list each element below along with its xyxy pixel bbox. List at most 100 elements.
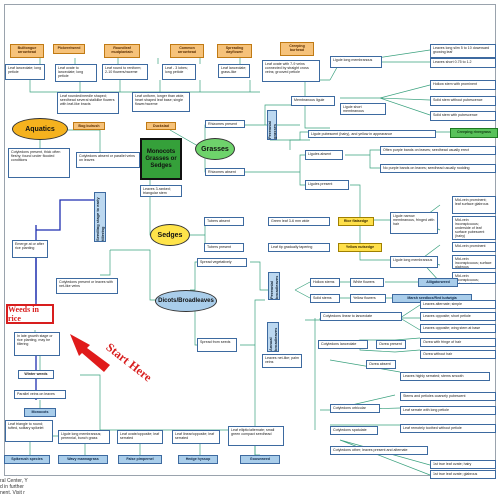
species-tag-creeping-burhead: Creeping burhead	[280, 42, 314, 56]
hub-aquatics: Aquatics	[12, 118, 68, 140]
bottom-desc-1: Leaf triangle to round; tufted, solitary…	[5, 420, 53, 442]
species-tag-wavy-mannagrass: Wavy mannagrass	[58, 455, 108, 464]
grass-right-12: Mid-vein inconspicuous; pubescent	[452, 272, 496, 284]
species-tag-creeping-rivergrass: Creeping rivergrass	[450, 128, 498, 138]
spread-vegetatively: Spread vegetatively	[197, 258, 247, 267]
grass-right-7: No purple bands on leaves; seedhead usua…	[380, 164, 496, 173]
aquatic-desc-1: Leaf lanceolate; long petiole	[5, 64, 45, 80]
species-tag-false-pimpernel: False pimpernel	[118, 455, 162, 464]
ligules-present: Ligules present	[305, 180, 349, 190]
grass-right-3: Hollow stem with prominent	[430, 80, 496, 90]
cotyledons-lanceolate: Cotyledons lanceolate	[318, 340, 368, 349]
species-tag-gooseweed: Gooseweed	[240, 455, 280, 464]
ligules-absent: Ligules absent	[305, 150, 343, 160]
grass-right-8: Mid-vein prominent; leaf surface glabrou…	[452, 196, 496, 214]
bar-perennial-broadleaves: Perennial broadleaves	[268, 272, 280, 300]
species-tag-common-arrowhead: Common arrowhead	[170, 44, 204, 58]
tubers-absent: Tubers absent	[204, 217, 244, 226]
chart-border	[4, 4, 496, 476]
species-tag-bog-bulrush: Bog bulrush	[73, 122, 105, 130]
hub-monocots: Monocots Grasses or Sedges	[140, 138, 182, 180]
aquatic-desc-4: Leaf - 3 lobes; long petiole	[162, 64, 196, 80]
ligule-long-membranous-1: Ligule long membranous	[330, 56, 382, 68]
hollow-stems: Hollow stems	[310, 278, 340, 287]
monocot-note: Cotyledons absent or parallel veins on l…	[76, 152, 140, 168]
bottom-desc-2: Ligule long membranous; perennial, bunch…	[58, 430, 110, 444]
white-flowers: White flowers	[350, 278, 384, 287]
footer-line-1: ral Center, Y	[0, 478, 28, 484]
green-leaf-width: Green leaf 3-6 mm wide	[268, 217, 330, 226]
start-node-weeds-in-rice[interactable]: Weeds in rice	[6, 304, 54, 324]
species-tag-bulltongue-arrowhead: Bulltongue arrowhead	[10, 44, 44, 58]
cotyledons-net-veins: Cotyledons present or leaves with net-li…	[56, 278, 118, 294]
yellow-flowers: Yellow flowers	[350, 294, 386, 303]
annual-right-10: 1st true leaf ovate; hairy	[430, 460, 496, 469]
winter-weeds: Winter weeds	[18, 370, 54, 379]
cotyledons-orbicular: Cotyledons orbicular	[330, 404, 380, 413]
aquatic-desc-3: Leaf round to reniform; 2-10 flowers/rac…	[102, 64, 148, 80]
ocrea-absent: Ocrea absent	[366, 360, 396, 369]
annual-right-7: Stems and petioles coarsely pubescent	[400, 392, 496, 401]
aquatic-desc-5: Leaf lanceolate; grass-like	[218, 64, 250, 78]
annual-right-1: Leaves alternate; simple	[420, 300, 496, 309]
annual-right-11: 1st true leaf ovate; glabrous	[430, 470, 496, 479]
membranous-ligule: Membranous ligule	[291, 96, 335, 106]
bottom-desc-5: Leaf elliptic/alternate; small green com…	[228, 426, 284, 446]
grass-right-10: Mid-vein prominent	[452, 242, 496, 252]
rhizomes-present: Rhizomes present	[205, 120, 245, 128]
aquatic-intro: Cotyledons present, thick often fleshy; …	[8, 148, 70, 178]
species-tag-duckslad: Duckslad	[146, 122, 176, 130]
grass-right-1: Leaves long slim 5 to 10 downward growin…	[430, 44, 496, 58]
parallel-veins: Parallel veins on leaves	[14, 390, 66, 399]
solid-stems: Solid stems	[310, 294, 340, 303]
monocots-label: Monocots	[24, 408, 56, 417]
species-tag-alligatorweed: Alligatorweed	[418, 278, 458, 287]
footer-line-3: nent. Visit r	[0, 490, 25, 496]
grass-right-9: Mid-vein inconspicuous; underside of lea…	[452, 216, 496, 240]
bar-seedling-stage: Seedling stage to early tillering	[94, 192, 106, 242]
leaves-ranked-note: Leaves 3-ranked; triangular stem	[140, 185, 182, 197]
grass-right-11: Mid-vein inconspicuous; surface glabrous	[452, 255, 496, 269]
species-tag-rice-flatsedge: Rice flatsedge	[338, 217, 374, 226]
annual-right-3: Leaves opposite; wing stem at base	[420, 324, 496, 333]
annual-right-6: Leaves highly serrated; stems smooth	[400, 372, 490, 381]
hub-dicots-broadleaves: Dicots/Broadleaves	[155, 290, 217, 312]
grass-right-2: Leaves short 0.75 to 1.2	[430, 58, 496, 68]
annual-right-5: Ocrea without hair	[420, 350, 496, 359]
cotyledons-linear: Cotyledons linear to lanceolate	[320, 312, 402, 321]
cotyledons-other: Cotyledons other; leaves present and alt…	[330, 446, 428, 455]
bottom-desc-4: Leaf linear/opposite; leaf serrated	[172, 430, 220, 444]
aquatic-mid-1: Leaf rounded/needle shaped; seedhead sev…	[57, 92, 119, 114]
ligule-narrow-fringed: Ligule narrow membranous, fringed with h…	[390, 212, 438, 234]
tubers-present: Tubers present	[204, 243, 244, 252]
footer-line-2: d in further	[0, 484, 24, 490]
emerge-after-planting: Emerge at or after rice planting	[12, 240, 48, 258]
ligule-pubescent: Ligule pubescent (hairy), and yellow in …	[308, 130, 436, 138]
rhizomes-absent: Rhizomes absent	[205, 168, 245, 176]
species-tag-spreading-dayflower: Spreading dayflower	[217, 44, 252, 58]
leaves-net-like: Leaves net-like; palm veins	[262, 354, 302, 368]
aquatic-mid-2: Leaf uniform, longer than wide, heart sh…	[132, 92, 190, 112]
species-tag-yellow-nutsedge: Yellow nutsedge	[338, 243, 382, 252]
hub-sedges: Sedges	[150, 224, 190, 246]
species-tag-hedge-hyssop: Hedge hyssop	[178, 455, 218, 464]
annual-right-4: Ocrea with fringe of hair	[420, 338, 496, 347]
hub-grasses: Grasses	[195, 138, 235, 160]
bottom-desc-3: Leaf ovate/opposite; leaf serrated	[117, 430, 163, 444]
aquatic-desc-2: Leaf ovate to lanceolate; long petiole	[55, 64, 97, 82]
annual-right-2: Leaves opposite; short petiole	[420, 312, 496, 321]
species-tag-spikerush: Spikerush species	[4, 455, 50, 464]
aquatic-desc-6: Leaf ovate with 7-9 veins connected by s…	[262, 60, 320, 82]
leaf-tip-tapering: Leaf tip gradually tapering	[268, 243, 330, 252]
ligule-short-membranous: Ligule short membranous	[340, 103, 386, 115]
annual-right-9: Leaf remotely toothed without petiole	[400, 424, 496, 433]
species-tag-roundleaf-mudplantain: Roundleaf mudplantain	[104, 44, 140, 58]
annual-right-8: Leaf serrate with long petiole	[400, 406, 496, 415]
grass-right-5: Solid stem with pubescence	[430, 111, 496, 121]
bar-perennial-grasses: Perennial grasses	[267, 110, 277, 140]
ligule-long-membranous-2: Ligule long membranous	[390, 256, 438, 268]
late-growth-stage: In late growth stage or rice planting, m…	[14, 332, 60, 356]
grass-right-4: Solid stem without pubescence	[430, 96, 496, 106]
species-tag-pickerelweed: Pickerelweed	[53, 44, 85, 54]
